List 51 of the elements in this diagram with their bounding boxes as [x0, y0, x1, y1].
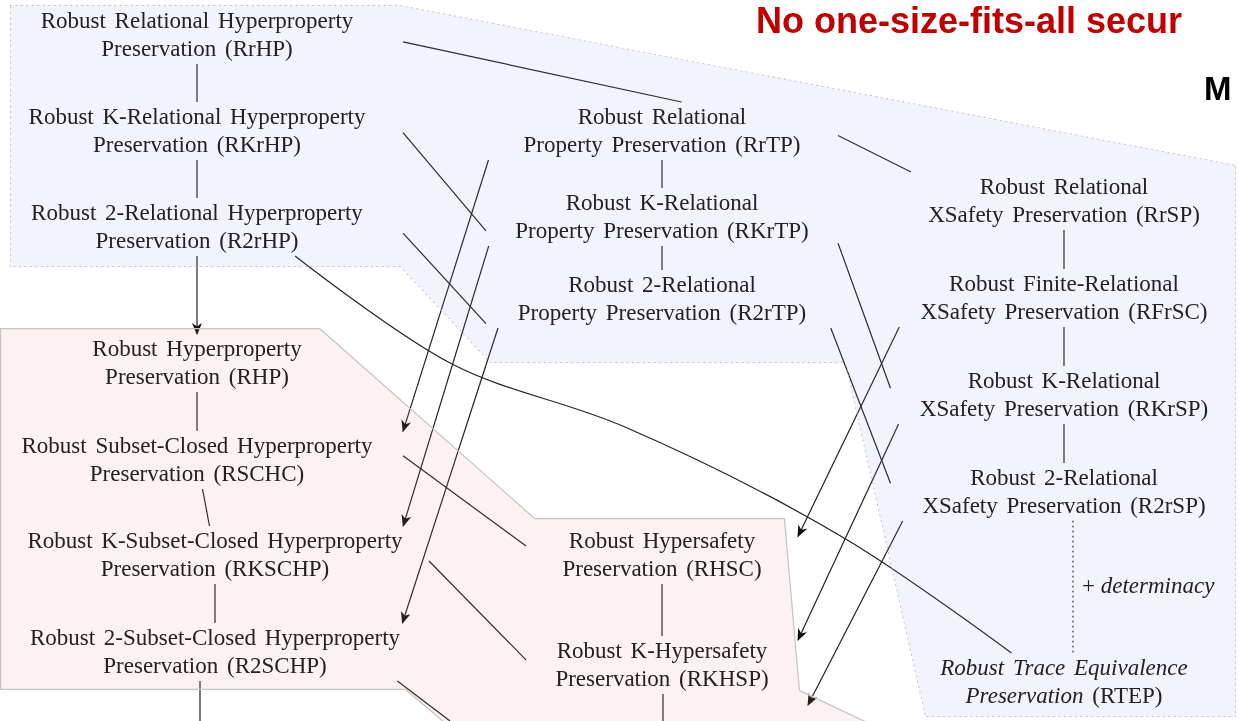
- property-name: Robust Hyperproperty Preservation (RHP): [91, 335, 303, 391]
- connector-line: [661, 159, 663, 189]
- dotted-region: [10, 5, 1236, 717]
- connector-line: [661, 583, 663, 637]
- arrow: [401, 159, 490, 433]
- connector-line: [294, 255, 1013, 654]
- property-name: Robust 2-Relational Property Preservation (R2rTP): [516, 271, 808, 327]
- arrow: [797, 423, 900, 641]
- arrow: [797, 326, 900, 538]
- connector-line: [402, 455, 527, 547]
- connector-line: [402, 232, 487, 325]
- heading-text: M: [1204, 70, 1232, 108]
- property-name: Robust Hypersafety Preservation (RHSC): [561, 527, 763, 583]
- property-name: Robust Trace Equivalence Preservation (RTEP): [939, 654, 1189, 710]
- property-name: Robust K-Relational XSafety Preservation (RKrSP): [918, 367, 1210, 423]
- connector-line: [196, 159, 198, 199]
- connector-line: [837, 134, 912, 173]
- property-name: Robust 2-Subset-Closed Hyperproperty Preservation (R2SCHP): [28, 624, 402, 680]
- connector-line: [196, 391, 198, 432]
- connector-line: [1063, 423, 1065, 464]
- connector-line: [830, 327, 892, 484]
- connector-line: [214, 583, 216, 624]
- slide-title: No one-size-fits-all secur: [756, 0, 1183, 42]
- connector-line: [402, 132, 487, 232]
- connector-line: [1063, 326, 1065, 367]
- property-name: Robust K-Hypersafety Preservation (RKHSP): [554, 637, 770, 693]
- property-name: Robust 2-Relational Hyperproperty Preservation (R2rHP): [30, 199, 364, 255]
- property-name: Robust 2-Relational XSafety Preservation (R2rSP): [921, 464, 1207, 520]
- connector-line: [201, 488, 211, 527]
- arrow: [192, 255, 202, 335]
- connector-line: [1063, 229, 1065, 270]
- connector-line: [837, 242, 892, 389]
- connector-line: [396, 680, 451, 721]
- connector-line: [199, 680, 201, 721]
- property-name: Robust Relational Property Preservation (RrTP): [522, 103, 802, 159]
- property-name: Robust Finite-Relational XSafety Preservation (RFrSC): [919, 270, 1209, 326]
- property-name: Robust K-Relational Hyperproperty Preservation (RKrHP): [27, 103, 367, 159]
- connector-line: [661, 245, 663, 271]
- connector-line: [428, 560, 527, 661]
- arrow: [401, 245, 490, 527]
- connector-line: [662, 693, 664, 721]
- connector-line: [196, 63, 198, 103]
- connector-line: [402, 41, 683, 103]
- dotted-line: [1072, 520, 1074, 654]
- arrow: [401, 327, 499, 624]
- arrow: [807, 520, 904, 706]
- property-name: Robust Relational Hyperproperty Preservation (RrHP): [39, 7, 355, 63]
- property-name: Robust Relational XSafety Preservation (RrSP): [927, 173, 1201, 229]
- property-name: Robust Subset-Closed Hyperproperty Preservation (RSCHC): [20, 432, 374, 488]
- property-name: Robust K-Relational Property Preservation (RKrTP): [514, 189, 810, 245]
- property-name: Robust K-Subset-Closed Hyperproperty Preservation (RKSCHP): [26, 527, 404, 583]
